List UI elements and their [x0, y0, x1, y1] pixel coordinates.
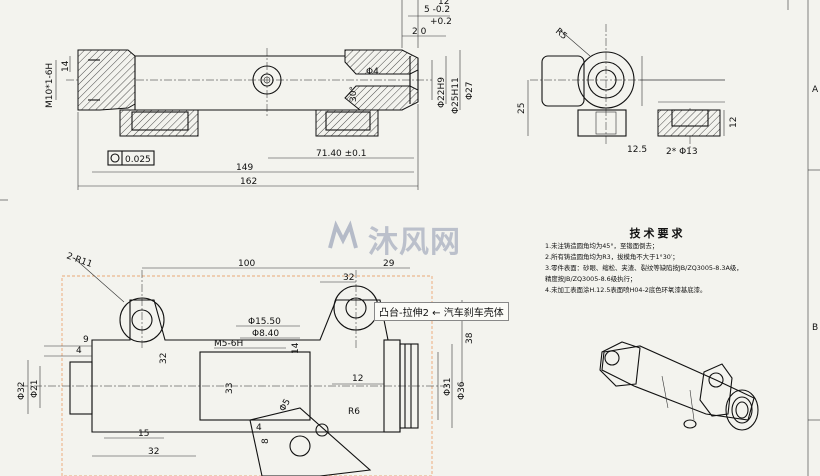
dim-phi32: Φ32: [17, 381, 27, 400]
dim-phi25: Φ25H11: [451, 77, 461, 114]
top-section-view: 149 162 71.40 ±0.1 5 -0.2 +0.2 2 0 12 Φ2…: [45, 0, 475, 190]
dim-2-r11: 2-R11: [65, 251, 93, 270]
dim-32-top: 32: [343, 273, 354, 283]
dim-12-side: 12: [729, 117, 739, 128]
dim-phi22: Φ22H9: [437, 77, 447, 108]
dim-m10: M10*1-6H: [45, 63, 55, 108]
dim-r5: R5: [553, 27, 569, 42]
dim-38: 38: [465, 332, 475, 344]
dim-phi4: Φ4: [366, 67, 379, 77]
dim-phi27: Φ27: [465, 81, 475, 100]
dim-100: 100: [238, 259, 255, 269]
dim-12-top: 12: [438, 0, 449, 7]
watermark-logo-icon: [328, 220, 358, 249]
tech-note-line: 3.零件表面：砂眼、缩松、夹渣、裂纹等缺陷按JB/ZQ3005-8.3A级，: [545, 264, 743, 272]
dim-14-top: 14: [61, 60, 71, 72]
dim-m5: M5-6H: [214, 339, 243, 349]
dim-149: 149: [236, 163, 253, 173]
dim-r6: R6: [348, 407, 360, 417]
zone-a-label: A: [812, 85, 819, 95]
isometric-view: [599, 341, 759, 431]
dim-33: 33: [225, 383, 235, 394]
dim-4-bottom: 4: [256, 423, 262, 433]
dim-20: 2 0: [412, 27, 427, 37]
dim-32-mid: 32: [159, 353, 169, 364]
dim-phi21: Φ21: [30, 379, 40, 398]
dim-12-bottom: 12: [352, 374, 363, 384]
dim-29: 29: [383, 259, 395, 269]
dim-162: 162: [240, 177, 257, 187]
dim-71-40: 71.40 ±0.1: [316, 149, 366, 159]
zone-b-label: B: [812, 323, 818, 333]
dim-4-left: 4: [76, 346, 82, 356]
dim-phi5: Φ5: [278, 397, 293, 413]
dim-15: 15: [138, 429, 149, 439]
feature-tooltip: 凸台-拉伸2 ← 汽车刹车壳体: [374, 302, 509, 321]
dim-phi31: Φ31: [443, 377, 453, 396]
dim-phi8-40: Φ8.40: [252, 329, 279, 339]
watermark-text: 沐风网: [368, 225, 461, 260]
dim-2x-phi13: 2* Φ13: [666, 147, 698, 157]
tech-note-line: 2.所有铸造圆角均为R3，拔模角不大于1°30′；: [545, 253, 679, 261]
dim-25-side: 25: [517, 103, 527, 114]
tech-note-line: 1.未注铸造圆角均为45°，至锻面倒去；: [545, 242, 659, 250]
flatness-value: 0.025: [125, 155, 151, 165]
technical-requirements: 技术要求 1.未注铸造圆角均为45°，至锻面倒去； 2.所有铸造圆角均为R3，拔…: [545, 225, 800, 296]
side-view: 25 12 2* Φ13 12.5 R5: [517, 24, 739, 157]
tech-note-line: 精度按JB/ZQ3005-8.6级执行；: [545, 275, 637, 283]
tech-note-line: 4.未加工表面涂H.12.5表面喷H04-2底色环氧漆基底漆。: [545, 286, 707, 294]
dim-30deg: 30°: [349, 86, 359, 102]
tech-notes-title: 技术要求: [629, 227, 686, 240]
dim-9: 9: [83, 335, 89, 345]
dim-phi36: Φ36: [457, 381, 467, 400]
dim-phi15-50: Φ15.50: [248, 317, 281, 327]
roughness-12-5: 12.5: [627, 145, 647, 155]
dim-14-bottom: 14: [291, 342, 301, 354]
bottom-main-view: 100 29 32 2-R11 Φ15.50 Φ8.40 M5-6H 14 38…: [17, 251, 475, 476]
dim-32-bottom: 32: [148, 447, 159, 457]
dim-tol-plus: +0.2: [430, 17, 452, 27]
dim-tol-5: 5 -0.2: [424, 5, 450, 15]
dim-8: 8: [261, 438, 271, 444]
